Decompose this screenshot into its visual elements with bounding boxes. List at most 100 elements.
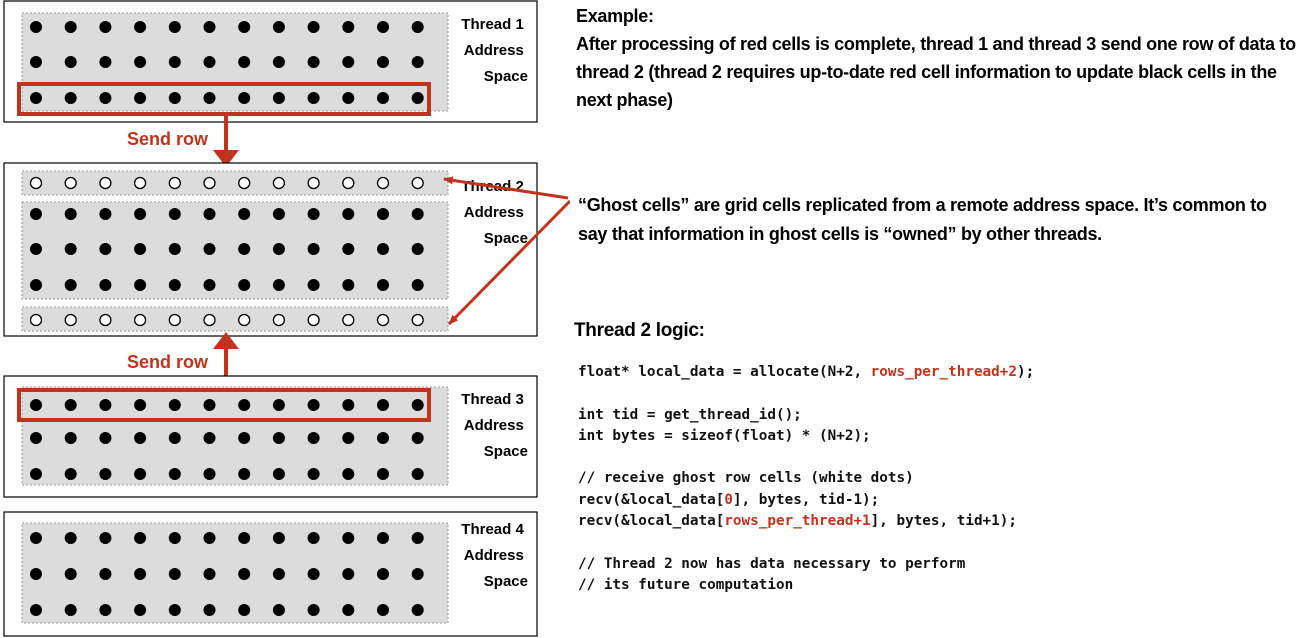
grid-cell-dot: [411, 604, 424, 616]
grid-cell-dot: [272, 604, 285, 616]
ghost-cell-dot: [133, 313, 147, 327]
thread-2-ghost-row-bottom: [29, 313, 424, 327]
ghost-cell-dot: [168, 176, 181, 190]
thread-4-cell-grid: [21, 522, 449, 624]
ghost-cell-dot: [411, 176, 424, 190]
grid-cell-dot: [30, 279, 42, 291]
grid-cell-dot: [99, 468, 112, 480]
grid-cell-dot: [134, 279, 147, 291]
code-line: // Thread 2 now has data necessary to pe…: [578, 554, 1034, 575]
code-line: int tid = get_thread_id();: [578, 405, 1034, 426]
grid-cell-dot: [30, 399, 42, 411]
code-text: // its future computation: [578, 576, 794, 593]
grid-cell-dot: [307, 92, 320, 104]
code-line: float* local_data = allocate(N+2, rows_p…: [578, 362, 1034, 383]
ghost-cell-dot: [307, 176, 320, 190]
grid-cell-dot: [238, 243, 251, 255]
thread-3-send-row-highlight: [17, 388, 431, 422]
grid-cell-dot: [99, 532, 112, 544]
code-text: float* local_data = allocate(N+2,: [578, 364, 871, 380]
ghost-cell-dot: [342, 313, 355, 327]
grid-cell-dot: [168, 92, 181, 104]
ghost-cell-dot: [99, 176, 112, 190]
grid-cell-dot: [99, 399, 112, 411]
code-line: // receive ghost row cells (white dots): [578, 468, 1034, 489]
thread-2-address-space: Thread 2 Address Space: [3, 162, 538, 337]
grid-cell-dot: [203, 432, 216, 444]
grid-cell-dot: [64, 208, 77, 220]
grid-cell-dot: [411, 568, 424, 580]
grid-cell-dot: [342, 604, 355, 616]
ghost-cell-dot: [411, 313, 424, 327]
grid-cell-dot: [99, 243, 112, 255]
grid-cell-dot: [377, 468, 389, 480]
grid-cell-dot: [99, 92, 112, 104]
grid-cell-dot: [411, 21, 424, 33]
code-highlight: rows_per_thread+2: [870, 364, 1017, 380]
grid-cell-dot: [134, 56, 147, 68]
grid-cell-dot: [238, 92, 251, 104]
ghost-cell-dot: [64, 313, 77, 327]
send-row-label-top: Send row: [127, 129, 209, 149]
thread-1-row-1: [30, 21, 424, 33]
grid-cell-dot: [134, 468, 147, 480]
grid-cell-dot: [377, 604, 389, 616]
grid-cell-dot: [342, 432, 355, 444]
thread-3-row-1: [30, 399, 424, 411]
grid-cell-dot: [307, 432, 320, 444]
grid-cell-dot: [411, 92, 424, 104]
code-line: int bytes = sizeof(float) * (N+2);: [578, 426, 1034, 447]
code-text: ], bytes, tid-1);: [732, 491, 880, 508]
thread-2-owned-cell-grid: [21, 201, 449, 300]
thread-4-address-space: Thread 4 Address Space: [3, 511, 538, 637]
grid-cell-dot: [64, 604, 77, 616]
grid-cell-dot: [377, 56, 389, 68]
code-highlight: 0: [724, 491, 733, 508]
code-text: );: [1016, 364, 1035, 380]
code-text: ], bytes, tid+1);: [870, 513, 1017, 530]
thread-1-row-3: [30, 92, 424, 104]
code-line: [578, 383, 1034, 404]
grid-cell-dot: [30, 568, 42, 580]
grid-cell-dot: [411, 468, 424, 480]
grid-cell-dot: [272, 399, 285, 411]
grid-cell-dot: [238, 568, 251, 580]
ghost-cell-dot: [307, 313, 320, 327]
grid-cell-dot: [307, 56, 320, 68]
grid-cell-dot: [203, 399, 216, 411]
code-text: recv(&local_data[: [578, 513, 725, 530]
thread-4-row-3: [30, 604, 424, 616]
grid-cell-dot: [203, 532, 216, 544]
grid-cell-dot: [30, 432, 42, 444]
grid-cell-dot: [238, 279, 251, 291]
thread-1-label: Thread 1 Address Space: [461, 16, 528, 85]
grid-cell-dot: [272, 243, 285, 255]
grid-cell-dot: [411, 208, 424, 220]
grid-cell-dot: [238, 208, 251, 220]
grid-cell-dot: [99, 604, 112, 616]
grid-cell-dot: [238, 604, 251, 616]
thread-2-row-3: [30, 279, 424, 291]
grid-cell-dot: [134, 568, 147, 580]
grid-cell-dot: [64, 399, 77, 411]
grid-cell-dot: [134, 432, 147, 444]
grid-cell-dot: [30, 604, 42, 616]
ghost-cell-dot: [376, 176, 390, 190]
grid-cell-dot: [238, 468, 251, 480]
code-line: [578, 447, 1034, 468]
grid-cell-dot: [203, 56, 216, 68]
grid-cell-dot: [168, 279, 181, 291]
grid-cell-dot: [307, 532, 320, 544]
grid-cell-dot: [238, 399, 251, 411]
thread-2-row-1: [30, 208, 424, 220]
grid-cell-dot: [168, 208, 181, 220]
grid-cell-dot: [30, 208, 42, 220]
code-line: // its future computation: [578, 575, 1034, 596]
example-title: Example:: [576, 6, 654, 26]
ghost-cell-dot: [133, 176, 147, 190]
grid-cell-dot: [30, 532, 42, 544]
send-row-arrow-up: Send row: [127, 332, 239, 389]
grid-cell-dot: [134, 604, 147, 616]
grid-cell-dot: [64, 568, 77, 580]
grid-cell-dot: [272, 92, 285, 104]
